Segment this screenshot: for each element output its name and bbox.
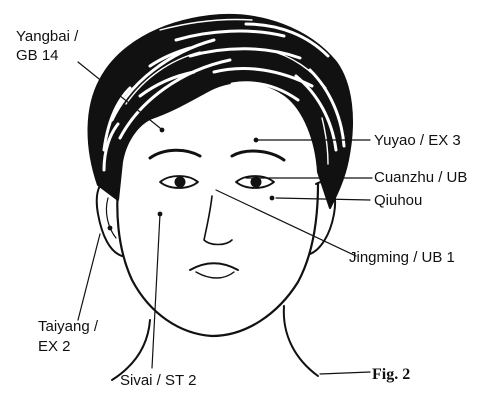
point-taiyang (108, 226, 113, 231)
neck-left (112, 320, 150, 380)
label-qiuhou: Qiuhou (374, 192, 422, 209)
figure-caption: Fig. 2 (372, 366, 410, 384)
label-yangbai-line2: GB 14 (16, 47, 78, 64)
label-cuanzhu: Cuanzhu / UB (374, 169, 467, 186)
label-yangbai-line1: Yangbai / (16, 28, 78, 45)
point-yuyao (254, 138, 259, 143)
face-outline (117, 168, 318, 336)
leader-sivai (152, 214, 160, 368)
label-taiyang-line2: EX 2 (38, 338, 98, 355)
leader-qiuhou (276, 198, 370, 200)
label-sivai: Sivai / ST 2 (120, 372, 196, 389)
mouth (190, 263, 238, 270)
point-sivai (158, 212, 163, 217)
nose (204, 196, 232, 245)
label-jingming: Jingming / UB 1 (349, 249, 455, 266)
right-eyebrow (232, 151, 284, 160)
left-eyebrow (150, 150, 200, 158)
leader-taiyang (78, 234, 100, 320)
label-taiyang-line1: Taiyang / (38, 318, 98, 335)
label-yangbai: Yangbai / GB 14 (16, 28, 78, 64)
point-qiuhou (270, 196, 275, 201)
point-yangbai (160, 128, 165, 133)
neck-right (284, 306, 318, 376)
label-yuyao: Yuyao / EX 3 (374, 132, 461, 149)
leader-fig (320, 372, 370, 374)
label-taiyang: Taiyang / EX 2 (38, 318, 98, 355)
